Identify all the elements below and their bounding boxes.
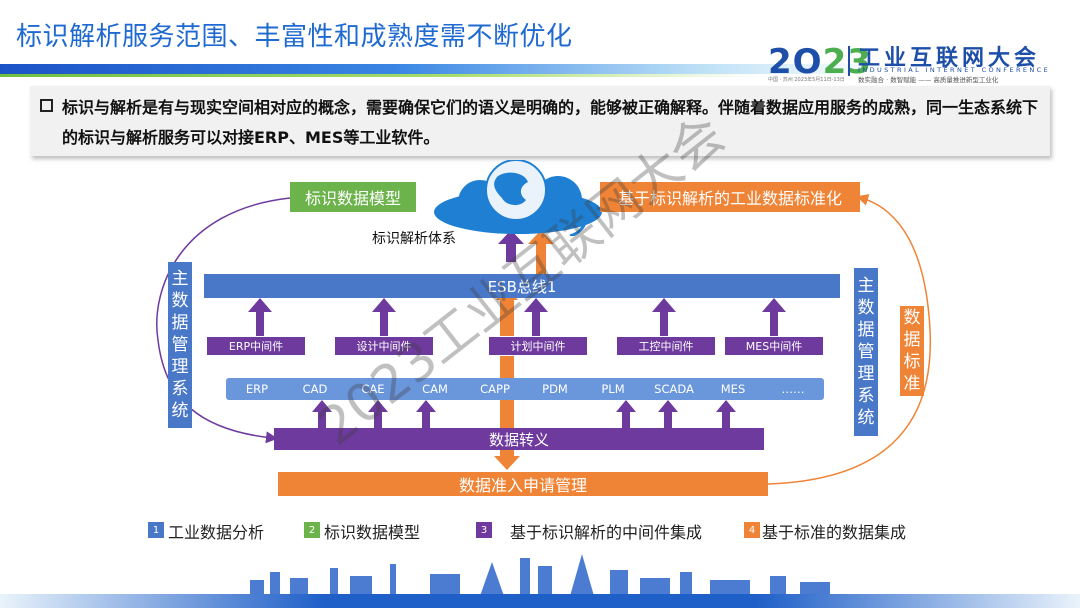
city-skyline-icon <box>250 554 830 596</box>
identifier-data-model-box: 标识数据模型 <box>290 182 416 212</box>
middleware-erp: ERP中间件 <box>206 336 306 356</box>
square-bullet-icon <box>40 99 53 112</box>
title-underline-blue <box>0 64 880 74</box>
conference-logo-english: INDUSTRIAL INTERNET CONFERENCE <box>858 66 1051 74</box>
legend-label-3: 基于标识解析的中间件集成 <box>510 523 703 542</box>
legend-badge-1: 1 <box>148 522 164 538</box>
system-mes: MES <box>720 382 746 396</box>
legend-label-4: 基于标准的数据集成 <box>762 523 907 542</box>
data-standard-box: 数据标准 <box>900 306 924 396</box>
system-scada: SCADA <box>654 382 694 396</box>
transform-to-systems-arrows <box>312 400 736 428</box>
footer-bar <box>0 594 1080 608</box>
system-capp: CAPP <box>480 382 510 396</box>
left-loop-connector <box>156 197 291 444</box>
conference-logo-slogan: 数实融合 · 数智赋能 —— 高质量推进新型工业化 <box>858 76 999 84</box>
conference-logo-date: 中国 · 苏州 2023年5月11日-13日 <box>768 77 845 83</box>
legend-label-2: 标识数据模型 <box>324 523 421 542</box>
esb-to-admission-head <box>494 456 520 470</box>
cloud-globe-icon <box>434 160 602 236</box>
conference-logo-name: 工业互联网大会 <box>858 46 1041 71</box>
system-cam: CAM <box>422 382 448 396</box>
title-underline-green <box>0 74 760 77</box>
system-cae: CAE <box>361 382 385 396</box>
middleware-industrial-control: 工控中间件 <box>616 336 716 356</box>
standardization-box: 基于标识解析的工业数据标准化 <box>600 182 860 212</box>
master-data-system-right: 主数据管理系统 <box>854 268 878 436</box>
logo-separator <box>848 46 850 76</box>
systems-row <box>226 378 824 400</box>
middleware-to-esb-arrows <box>248 298 786 338</box>
master-data-system-left: 主数据管理系统 <box>168 262 192 428</box>
data-admission-bar: 数据准入申请管理 <box>278 472 768 496</box>
page-title: 标识解析服务范围、丰富性和成熟度需不断优化 <box>16 22 573 52</box>
system-pdm: PDM <box>542 382 568 396</box>
data-transform-bar: 数据转义 <box>274 428 764 450</box>
intro-panel <box>30 86 1050 156</box>
middleware-design: 设计中间件 <box>334 336 434 356</box>
intro-text: 标识与解析是有与现实空间相对应的概念，需要确保它们的语义是明确的，能够被正确解释… <box>62 98 1039 147</box>
conference-logo-year: 2O23 <box>768 42 871 82</box>
middleware-planning: 计划中间件 <box>488 336 588 356</box>
system-plm: PLM <box>601 382 625 396</box>
system-erp: ERP <box>245 382 269 396</box>
legend-label-1: 工业数据分析 <box>168 523 265 542</box>
legend-badge-3: 3 <box>476 522 492 538</box>
system-cad: CAD <box>302 382 328 396</box>
middleware-mes: MES中间件 <box>724 336 824 356</box>
system-more: …… <box>781 382 805 396</box>
legend-badge-4: 4 <box>744 522 760 538</box>
resolution-system-label: 标识解析体系 <box>372 231 456 247</box>
esb-bus-bar: ESB总线1 <box>204 274 840 298</box>
legend-badge-2: 2 <box>304 522 320 538</box>
esb-to-cloud-arrow-purple <box>498 230 524 262</box>
esb-to-cloud-arrow-orange <box>528 230 554 274</box>
right-loop-connector <box>767 194 932 485</box>
